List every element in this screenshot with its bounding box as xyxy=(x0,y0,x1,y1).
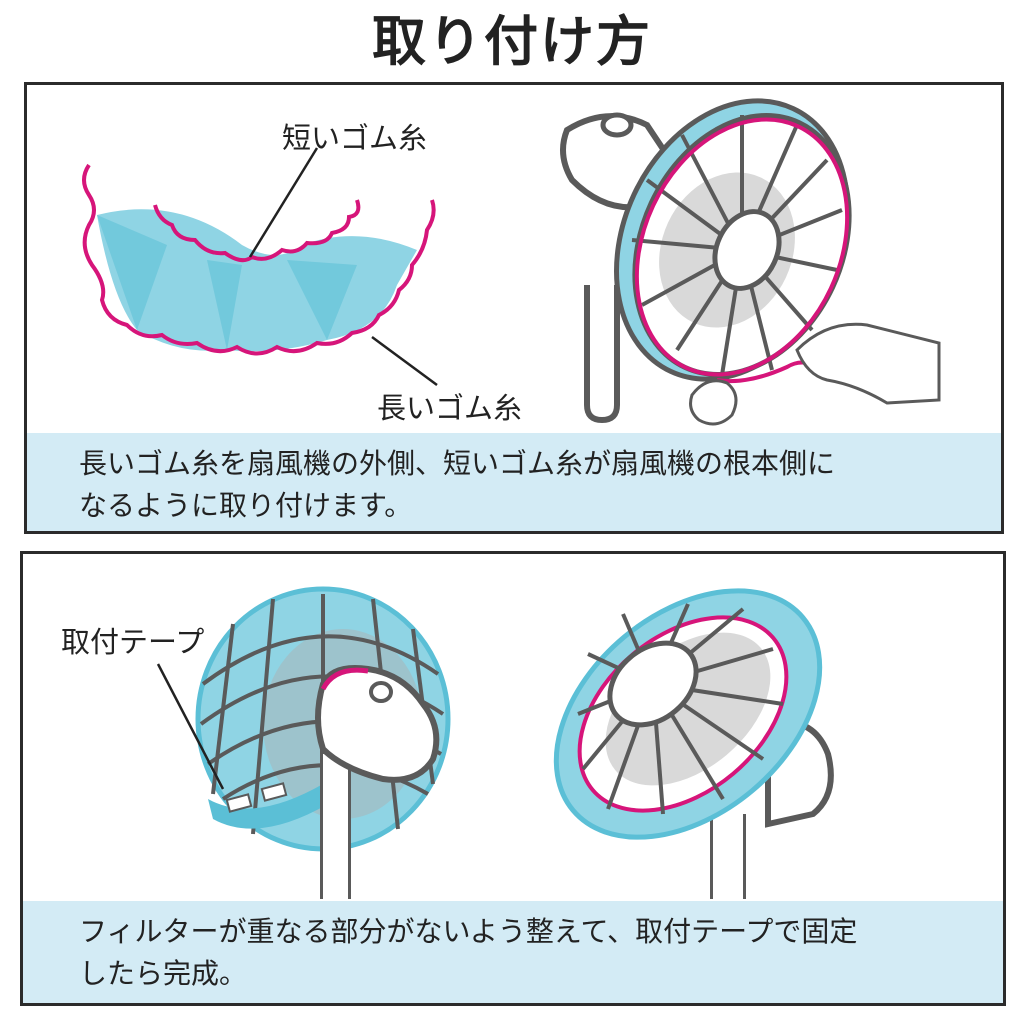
step2-caption-line1: フィルターが重なる部分がないよう整えて、取付テープで固定 xyxy=(79,915,858,948)
fan-front-view-illustration xyxy=(553,588,834,899)
step2-illustration xyxy=(156,586,834,899)
page-title: 取り付け方 xyxy=(372,10,652,73)
long-elastic-leader xyxy=(371,335,438,387)
step1-caption-line1: 長いゴム糸を扇風機の外側、短いゴム糸が扇風機の根本側に xyxy=(79,447,836,480)
step1-illustration xyxy=(82,98,941,426)
step2-caption-line2: したら完成。 xyxy=(79,957,248,990)
long-elastic-label: 長いゴム糸 xyxy=(377,391,523,425)
step2-caption: フィルターが重なる部分がないよう整えて、取付テープで固定 したら完成。 xyxy=(23,901,1003,1003)
short-elastic-label: 短いゴム糸 xyxy=(282,121,428,155)
tape-leader xyxy=(156,663,225,790)
step2-panel: 取付テープ フィルターが重なる部分がないよう整えて、取付テープで固定 したら完成… xyxy=(20,551,1006,1006)
step1-caption: 長いゴム糸を扇風機の外側、短いゴム糸が扇風機の根本側に なるように取り付けます。 xyxy=(27,433,1001,531)
fan-illustration xyxy=(560,98,941,426)
step1-panel: 短いゴム糸 長いゴム糸 長いゴム糸を扇風機の外側、短いゴム糸が扇風機の根本側に … xyxy=(24,82,1004,534)
filter-cover-illustration xyxy=(82,163,436,356)
fan-rear-view-illustration xyxy=(195,586,451,899)
tape-label: 取付テープ xyxy=(61,625,205,659)
step1-caption-line2: なるように取り付けます。 xyxy=(79,489,413,522)
short-elastic-leader xyxy=(248,147,319,258)
